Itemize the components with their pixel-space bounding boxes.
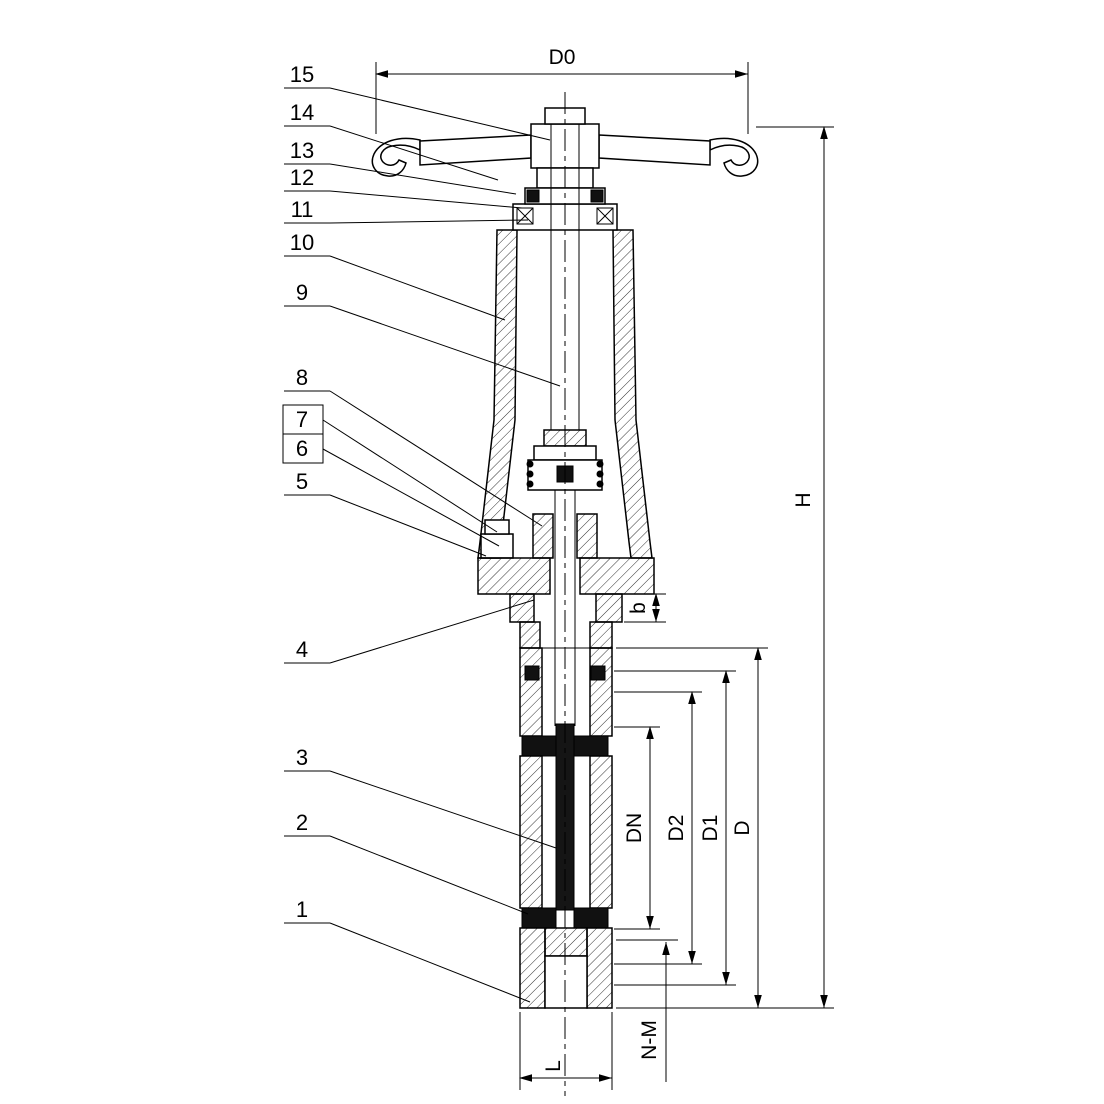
bottom-flange-band — [544, 927, 588, 957]
bottom-port — [544, 955, 588, 1009]
dim-D0: D0 — [375, 46, 749, 134]
part-callout-2: 2 — [284, 810, 529, 915]
dim-b: b — [624, 593, 666, 623]
valve-body — [519, 647, 613, 1009]
packing-left — [532, 513, 554, 559]
handwheel-rim-right — [709, 137, 759, 177]
bearing-balls — [526, 460, 604, 488]
part-callout-5: 5 — [284, 469, 487, 557]
neck-upper-left — [509, 593, 535, 623]
part-callout-6: 6 — [282, 433, 500, 547]
dim-label-D: D — [731, 820, 754, 835]
part-callout-14: 14 — [284, 100, 499, 181]
packing-x-box-right — [596, 207, 614, 225]
part-callout-9: 9 — [284, 280, 561, 387]
dim-N-M: N-M — [616, 939, 678, 1082]
dim-label-D2: D2 — [665, 815, 688, 842]
part-label-3: 3 — [296, 745, 308, 770]
part-label-15: 15 — [290, 62, 314, 87]
part-callout-11: 11 — [284, 197, 529, 224]
dim-label-D0: D0 — [549, 46, 576, 69]
neck-lower-left — [519, 621, 541, 649]
yoke-flange-right — [579, 557, 655, 595]
packing-x-box-left — [516, 207, 534, 225]
dim-D: D — [616, 647, 768, 1008]
packing-assembly — [480, 513, 598, 559]
part-callout-3: 3 — [284, 745, 557, 849]
part-label-2: 2 — [296, 810, 308, 835]
dim-label-D1: D1 — [699, 815, 722, 842]
body-mid-wall-left — [519, 755, 543, 909]
yoke-bolt-head — [484, 519, 510, 535]
neck-upper-right — [595, 593, 623, 623]
body-bolt-right — [590, 665, 606, 681]
part-callout-8: 8 — [284, 365, 543, 527]
part-label-10: 10 — [290, 230, 314, 255]
part-label-13: 13 — [290, 138, 314, 163]
gland-seal-left — [526, 189, 540, 203]
part-label-4: 4 — [296, 637, 308, 662]
part-label-9: 9 — [296, 280, 308, 305]
yoke-flange — [477, 557, 655, 649]
dim-label-DN: DN — [623, 813, 646, 843]
part-label-12: 12 — [290, 165, 314, 190]
part-label-6: 6 — [296, 436, 308, 461]
bottom-flange-left — [519, 927, 546, 1009]
part-label-1: 1 — [296, 897, 308, 922]
part-callout-1: 1 — [284, 897, 531, 1003]
dim-D2: D2 — [614, 691, 702, 965]
dimension-annotations: D0 H b DN D2 — [375, 46, 834, 1090]
seat-seal-upper-left — [521, 735, 557, 757]
dim-label-H: H — [792, 492, 815, 507]
part-label-5: 5 — [296, 469, 308, 494]
part-label-8: 8 — [296, 365, 308, 390]
yoke-bolt-nut — [480, 533, 514, 559]
dim-L: L — [519, 1012, 613, 1090]
dim-H: H — [616, 126, 834, 1009]
part-callout-4: 4 — [284, 599, 535, 664]
dim-label-b: b — [627, 602, 650, 614]
packing-right — [576, 513, 598, 559]
dim-label-NM: N-M — [638, 1020, 661, 1060]
part-label-14: 14 — [290, 100, 314, 125]
part-callout-13: 13 — [284, 138, 517, 195]
body-mid-wall-right — [589, 755, 613, 909]
seat-seal-lower-left — [521, 907, 557, 929]
body-upper-wall-left — [519, 647, 543, 737]
part-label-7: 7 — [296, 407, 308, 432]
part-callout-7: 7 — [282, 404, 498, 533]
dim-DN: DN — [614, 726, 660, 930]
part-label-11: 11 — [291, 197, 314, 222]
bottom-flange-right — [586, 927, 613, 1009]
dim-label-L: L — [542, 1060, 565, 1072]
body-bolt-left — [524, 665, 540, 681]
seat-seal-upper-right — [573, 735, 609, 757]
gland-seal-right — [590, 189, 604, 203]
yoke-flange-left — [477, 557, 551, 595]
body-upper-wall-right — [589, 647, 613, 737]
dim-D1: D1 — [614, 670, 736, 986]
part-callouts: 15 14 13 12 11 10 9 — [282, 62, 561, 1003]
seat-seal-lower-right — [573, 907, 609, 929]
part-callout-10: 10 — [284, 230, 506, 321]
part-callout-15: 15 — [284, 62, 551, 141]
neck-lower-right — [589, 621, 613, 649]
part-callout-12: 12 — [284, 165, 523, 209]
